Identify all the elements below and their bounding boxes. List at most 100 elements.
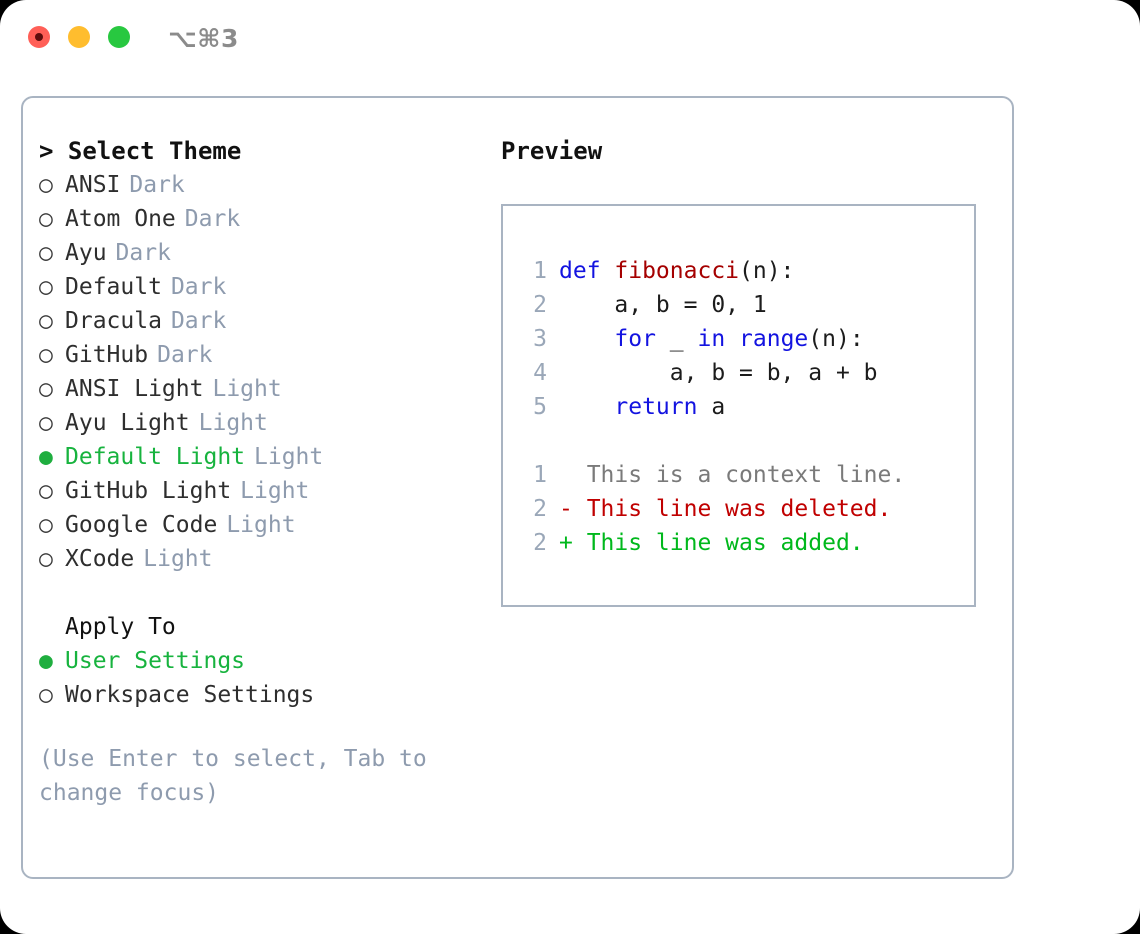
window-controls [28,26,130,48]
preview-heading: Preview [501,137,603,165]
theme-item-label: Dracula [65,308,162,334]
close-button[interactable] [28,26,50,48]
radio-selected-icon: ● [39,444,53,470]
theme-item-label: GitHub [65,342,149,368]
theme-item-variant-badge: Dark [157,342,213,368]
code-token-fn: fibonacci [614,258,740,284]
code-line-text: a, b = b, a + b [559,356,878,390]
radio-unselected-icon: ○ [39,308,53,334]
diff-line-text-del: - This line was deleted. [559,496,892,522]
theme-item-variant-badge: Dark [184,206,241,232]
theme-list-item[interactable]: ○ Google Code Light [39,508,484,542]
radio-unselected-icon: ○ [39,512,53,538]
apply-to-item-label: Workspace Settings [65,682,315,708]
apply-to-list[interactable]: ● User Settings ○ Workspace Settings [39,644,484,712]
radio-unselected-icon: ○ [39,342,53,368]
theme-list-item[interactable]: ○ Default Dark [39,270,484,304]
code-line-text: a, b = 0, 1 [559,288,767,322]
code-line-text: for _ in range(n): [559,322,864,356]
line-number: 2 [533,496,547,522]
code-token-plain: _ [655,326,698,352]
diff-line-text-add: + This line was added. [559,530,864,556]
theme-item-label: GitHub Light [65,478,232,504]
apply-to-list-item[interactable]: ○ Workspace Settings [39,678,484,712]
theme-item-label: Atom One [65,206,176,232]
code-token-kw: for [614,326,656,352]
code-token-plain [559,326,614,352]
radio-unselected-icon: ○ [39,546,53,572]
radio-unselected-icon: ○ [39,376,53,402]
radio-unselected-icon: ○ [39,478,53,504]
apply-to-list-item[interactable]: ● User Settings [39,644,484,678]
radio-unselected-icon: ○ [39,274,53,300]
radio-unselected-icon: ○ [39,206,53,232]
maximize-button[interactable] [108,26,130,48]
apply-to-item-label: User Settings [65,648,246,674]
theme-item-label: Default Light [65,444,246,470]
theme-item-variant-badge: Dark [115,240,171,266]
keyboard-shortcut-label: ⌥⌘3 [168,24,239,53]
theme-list-item[interactable]: ○ XCode Light [39,542,484,576]
theme-list-item[interactable]: ○ GitHub Dark [39,338,484,372]
theme-item-variant-badge: Dark [129,172,185,198]
radio-unselected-icon: ○ [39,682,53,708]
select-theme-heading-label: Select Theme [67,137,242,165]
theme-list-item[interactable]: ● Default Light Light [39,440,484,474]
diff-line: 2 - This line was deleted. [517,492,966,526]
theme-item-label: ANSI [65,172,121,198]
theme-item-variant-badge: Light [143,546,213,572]
code-token-kw: return [614,394,698,420]
line-number: 2 [533,530,547,556]
code-token-plain: (n): [808,326,864,352]
minimize-button[interactable] [68,26,90,48]
code-token-kw: in [697,326,726,352]
code-token-plain: (n): [739,258,795,284]
theme-list-item[interactable]: ○ Atom One Dark [39,202,484,236]
code-line: 3 for _ in range(n): [517,322,966,356]
code-token-kw: def [559,258,615,284]
code-token-plain [559,394,614,420]
theme-item-label: Ayu [65,240,107,266]
code-line-text: return a [559,390,725,424]
code-token-plain: a [697,394,726,420]
code-token-kw: range [739,326,809,352]
theme-item-variant-badge: Light [254,444,324,470]
code-line-text: def fibonacci(n): [559,254,794,288]
apply-to-heading: ○Apply To [39,610,484,644]
code-token-plain: a, b = 0, 1 [559,292,767,318]
caret-icon: > [39,137,54,165]
theme-list-item[interactable]: ○ GitHub Light Light [39,474,484,508]
apply-to-heading-label: Apply To [65,614,176,640]
theme-item-label: Default [65,274,162,300]
theme-item-variant-badge: Light [240,478,310,504]
radio-selected-icon: ● [39,648,53,674]
theme-item-variant-badge: Light [212,376,282,402]
theme-item-variant-badge: Light [198,410,268,436]
preview-section-gap [517,424,966,458]
theme-item-label: ANSI Light [65,376,204,402]
theme-item-variant-badge: Dark [170,274,227,300]
theme-list-item[interactable]: ○ ANSI Light Light [39,372,484,406]
apply-to-heading-marker-placeholder: ○ [39,610,65,644]
code-token-plain: a, b = b, a + b [559,360,878,386]
code-line: 5 return a [517,390,966,424]
theme-item-label: Google Code [65,512,218,538]
theme-item-variant-badge: Light [226,512,296,538]
line-number: 2 [533,292,547,318]
list-spacer [39,576,484,610]
code-line: 4 a, b = b, a + b [517,356,966,390]
line-number: 3 [533,326,547,352]
diff-line: 1 This is a context line. [517,458,966,492]
theme-item-label: XCode [65,546,135,572]
